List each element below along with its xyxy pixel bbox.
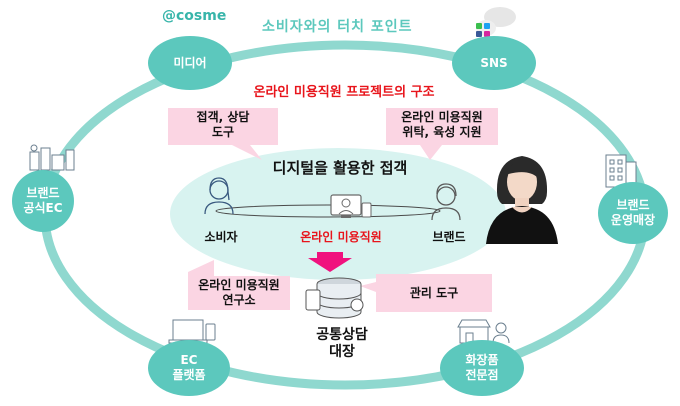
ellipse-title: 디지털을 활용한 접객 bbox=[272, 159, 408, 177]
touchpoints-header: 소비자와의 터치 포인트 bbox=[262, 19, 413, 35]
touchpoint-media: 미디어 bbox=[148, 36, 232, 90]
callout-management-shape bbox=[360, 274, 492, 312]
touchpoint-brand-ec-line2: 공식EC bbox=[23, 201, 63, 215]
touchpoint-brand-store-line2: 운영매장 bbox=[610, 213, 656, 227]
callout-lab-shape bbox=[188, 260, 290, 310]
touchpoint-cosmetics-store-line2: 전문점 bbox=[465, 368, 499, 382]
staff-woman-photo-icon bbox=[486, 156, 558, 244]
callout-service-tool-line2: 도구 bbox=[211, 125, 235, 139]
touchpoint-cosmetics-store: 화장품 전문점 bbox=[440, 340, 524, 396]
down-arrow bbox=[308, 252, 352, 272]
structure-title: 온라인 미용직원 프로젝트의 구조 bbox=[253, 85, 435, 100]
touchpoint-sns: SNS bbox=[452, 36, 536, 90]
touchpoint-brand-ec: 브랜드 공식EC bbox=[12, 170, 74, 232]
shared-database-line1: 공통상담 bbox=[316, 327, 368, 343]
callout-lab-line1: 온라인 미용직원 bbox=[198, 278, 280, 292]
online-staff-label: 온라인 미용직원 bbox=[300, 230, 382, 244]
cosme-brand-label: @cosme bbox=[162, 8, 227, 24]
shared-database-label: 공통상담 대장 bbox=[292, 327, 392, 361]
storefront-icon bbox=[457, 319, 510, 344]
center-inner-line bbox=[215, 204, 441, 218]
sns-logos-icon bbox=[476, 7, 516, 37]
touchpoint-ec-platform: EC 플랫폼 bbox=[148, 340, 230, 396]
touchpoint-brand-ec-line1: 브랜드 bbox=[26, 186, 60, 200]
brand-person-icon bbox=[431, 183, 461, 221]
touchpoint-media-label: 미디어 bbox=[173, 55, 207, 70]
callout-service-tool-line1: 접객, 상담 bbox=[196, 110, 250, 124]
touchpoint-ec-platform-line1: EC bbox=[180, 353, 198, 367]
touchpoint-ec-platform-line2: 플랫폼 bbox=[172, 368, 206, 382]
touchpoint-brand-store: 브랜드 운영매장 bbox=[598, 182, 668, 244]
touchpoint-cosmetics-store-line1: 화장품 bbox=[465, 353, 499, 367]
building-icon bbox=[605, 154, 637, 188]
callout-service-tool: 접객, 상담 도구 bbox=[168, 110, 278, 140]
consumer-label: 소비자 bbox=[204, 230, 238, 244]
callout-service-tool-shape bbox=[168, 108, 278, 160]
callout-staff-support-line2: 위탁, 육성 지원 bbox=[402, 125, 482, 139]
callout-staff-support-line1: 온라인 미용직원 bbox=[401, 110, 483, 124]
online-staff-monitor-icon bbox=[330, 194, 372, 218]
callout-staff-support: 온라인 미용직원 위탁, 육성 지원 bbox=[386, 110, 498, 140]
callout-staff-support-shape bbox=[386, 108, 498, 160]
brand-label: 브랜드 bbox=[432, 230, 466, 244]
callout-management-tool: 관리 도구 bbox=[409, 286, 459, 300]
shared-database-line2: 대장 bbox=[329, 344, 355, 360]
cosmetics-icon bbox=[29, 144, 75, 171]
touchpoint-brand-store-line1: 브랜드 bbox=[616, 198, 650, 212]
consumer-person-icon bbox=[204, 177, 234, 215]
touchpoint-sns-label: SNS bbox=[480, 55, 508, 70]
callout-lab-line2: 연구소 bbox=[222, 293, 256, 307]
callout-lab: 온라인 미용직원 연구소 bbox=[188, 278, 290, 308]
database-icon bbox=[305, 277, 364, 319]
